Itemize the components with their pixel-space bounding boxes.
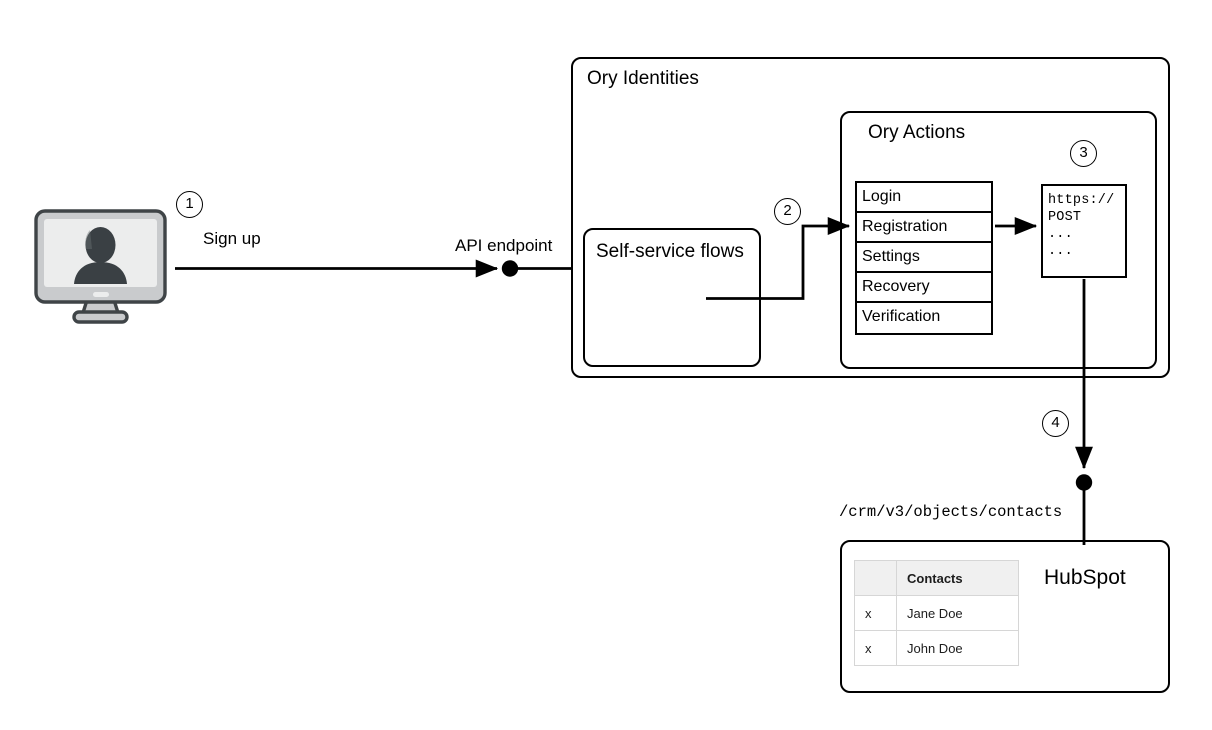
webhook-line-body-2: ...	[1048, 244, 1073, 259]
flow-row-settings[interactable]: Settings	[857, 243, 991, 273]
ory-actions-flow-list: Login Registration Settings Recovery Ver…	[855, 181, 993, 335]
api-endpoint-dot	[501, 260, 519, 277]
table-row[interactable]: x Jane Doe	[854, 595, 1019, 631]
contacts-header-blank	[854, 560, 897, 596]
ory-actions-box	[840, 111, 1157, 369]
ory-identities-title: Ory Identities	[587, 68, 699, 89]
contacts-row-name: John Doe	[896, 630, 1019, 666]
contacts-table-header-row: Contacts	[854, 560, 1019, 596]
ory-actions-title: Ory Actions	[868, 122, 966, 143]
webhook-line-method: POST	[1048, 210, 1082, 225]
step-badge-3: 3	[1070, 140, 1097, 167]
webhook-request-box: https:// POST ... ...	[1041, 184, 1127, 278]
user-monitor-icon	[34, 209, 167, 324]
contacts-row-mark: x	[854, 630, 897, 666]
self-service-flows-title: Self-service flows	[596, 241, 744, 262]
step-badge-2: 2	[774, 198, 801, 225]
contacts-header-contacts: Contacts	[896, 560, 1019, 596]
api-endpoint-label: API endpoint	[455, 236, 553, 255]
crm-path-label: /crm/v3/objects/contacts	[839, 503, 1063, 521]
webhook-line-body-1: ...	[1048, 227, 1073, 242]
ory-identities-box	[571, 57, 1170, 378]
step-badge-1: 1	[176, 191, 203, 218]
contacts-table: Contacts x Jane Doe x John Doe	[854, 560, 1019, 666]
contacts-row-mark: x	[854, 595, 897, 631]
hubspot-box	[840, 540, 1170, 693]
flow-row-verification[interactable]: Verification	[857, 303, 991, 333]
flow-row-recovery[interactable]: Recovery	[857, 273, 991, 303]
hubspot-title: HubSpot	[1044, 566, 1126, 589]
step-badge-4: 4	[1042, 410, 1069, 437]
signup-label: Sign up	[203, 229, 261, 248]
flow-row-login[interactable]: Login	[857, 183, 991, 213]
self-service-flows-box	[583, 228, 761, 367]
flow-row-registration[interactable]: Registration	[857, 213, 991, 243]
webhook-line-url: https://	[1048, 193, 1115, 208]
selfservice-to-registration-arrow	[706, 217, 851, 300]
contacts-row-name: Jane Doe	[896, 595, 1019, 631]
table-row[interactable]: x John Doe	[854, 630, 1019, 666]
